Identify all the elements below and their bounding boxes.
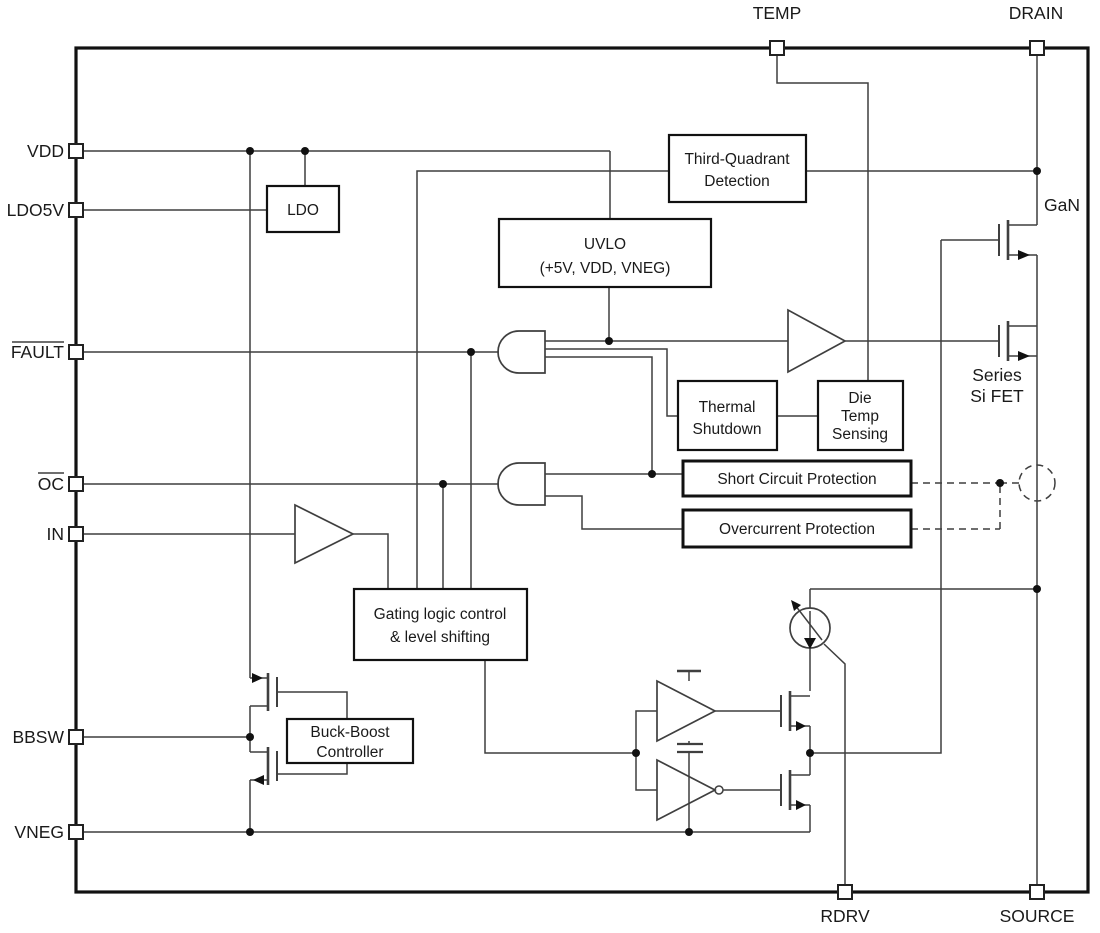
die-temp-label-3: Sensing [832, 426, 888, 443]
uvlo-block: UVLO (+5V, VDD, VNEG) [497, 217, 713, 289]
third-quadrant-label-2: Detection [704, 173, 769, 190]
pin-label-temp: TEMP [753, 3, 802, 23]
gating-logic-block: Gating logic control & level shifting [352, 587, 529, 662]
series-si-fet [845, 321, 1038, 361]
wires [83, 55, 1038, 885]
junction-dots [246, 147, 1041, 836]
short-circuit-block: Short Circuit Protection [681, 459, 913, 498]
pin-squares [68, 40, 1045, 900]
pin-labels: VDD LDO5V FAULT OC IN BBSW VNEG TEMP DRA… [7, 3, 1075, 926]
uvlo-label-2: (+5V, VDD, VNEG) [540, 260, 671, 277]
current-sense-icon [1018, 464, 1056, 502]
die-temp-label-1: Die [848, 390, 871, 407]
third-quadrant-block: Third-Quadrant Detection [667, 133, 808, 204]
gating-label-2: & level shifting [390, 629, 490, 646]
pin-label-fault: FAULT [11, 342, 64, 362]
gating-label-1: Gating logic control [374, 606, 507, 623]
pin-square-fault [68, 344, 84, 360]
current-source-icon [789, 600, 831, 649]
pin-square-rdrv [837, 884, 853, 900]
gan-fet [941, 171, 1038, 325]
pin-square-oc [68, 476, 84, 492]
pin-label-oc: OC [38, 474, 64, 494]
series-fet-annotation-1: Series [972, 365, 1022, 385]
series-fet-annotation-2: Si FET [970, 386, 1024, 406]
buckboost-upper-fet [249, 673, 348, 752]
thermal-shutdown-label-1: Thermal [699, 399, 756, 416]
oc-and-gate [497, 462, 546, 506]
uvlo-label-1: UVLO [584, 236, 626, 253]
pin-label-vdd: VDD [27, 141, 64, 161]
overcurrent-label: Overcurrent Protection [719, 521, 875, 538]
input-buffer [294, 503, 355, 565]
capacitor-icon [677, 742, 703, 754]
ldo-label: LDO [287, 202, 319, 219]
third-quadrant-label-1: Third-Quadrant [684, 151, 790, 168]
driver-inverter [656, 758, 717, 822]
thermal-shutdown-block: Thermal Shutdown [676, 379, 779, 452]
pin-label-ldo5v: LDO5V [7, 200, 65, 220]
die-temp-label-2: Temp [841, 408, 879, 425]
driver-lower-fet [780, 770, 810, 810]
chip-boundary [74, 46, 1090, 894]
buck-boost-block: Buck-Boost Controller [285, 717, 415, 765]
die-temp-block: Die Temp Sensing [816, 379, 905, 452]
pin-label-in: IN [47, 524, 65, 544]
sense-wires-dashed [911, 482, 1019, 530]
short-circuit-label: Short Circuit Protection [717, 471, 876, 488]
pin-label-source: SOURCE [1000, 906, 1075, 926]
overcurrent-block: Overcurrent Protection [681, 508, 913, 549]
gan-annotation: GaN [1044, 195, 1080, 215]
buckboost-lower-fet [249, 747, 348, 832]
series-fet-buffer [787, 308, 847, 374]
pin-square-source [1029, 884, 1045, 900]
buck-boost-label-1: Buck-Boost [310, 724, 390, 741]
pin-square-drain [1029, 40, 1045, 56]
pin-square-temp [769, 40, 785, 56]
pin-label-bbsw: BBSW [12, 727, 64, 747]
pin-square-ldo5v [68, 202, 84, 218]
pin-label-drain: DRAIN [1009, 3, 1063, 23]
pin-square-vdd [68, 143, 84, 159]
buck-boost-label-2: Controller [316, 744, 383, 761]
pin-square-vneg [68, 824, 84, 840]
pin-label-rdrv: RDRV [820, 906, 870, 926]
pin-label-vneg: VNEG [14, 822, 64, 842]
ldo-block: LDO [265, 184, 341, 234]
pin-square-in [68, 526, 84, 542]
thermal-shutdown-label-2: Shutdown [693, 421, 762, 438]
driver-buffer [656, 679, 717, 743]
driver-upper-fet [715, 691, 810, 731]
pin-square-bbsw [68, 729, 84, 745]
fault-and-gate [497, 330, 546, 374]
